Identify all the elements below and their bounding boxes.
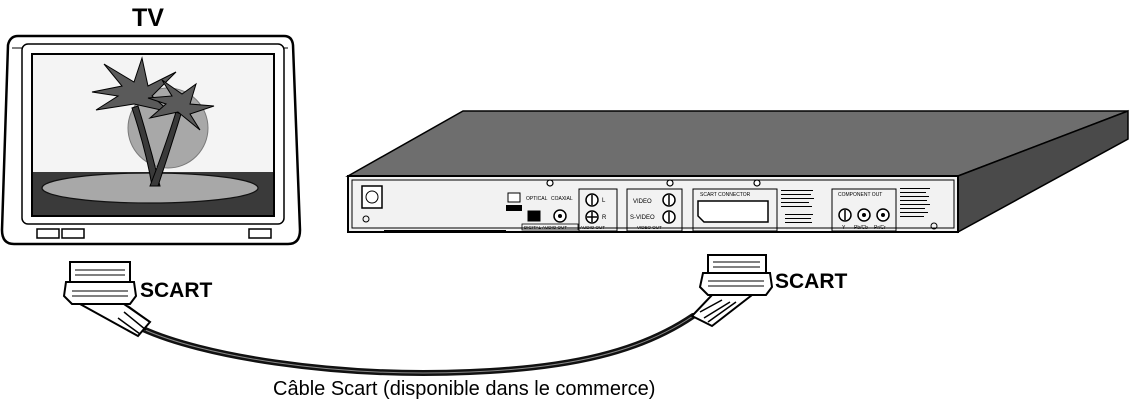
tv-set [0,34,302,246]
audio-l-label: L [602,198,606,204]
digital-audio-out-label: DIGITAL AUDIO OUT [524,225,567,230]
optical-label: OPTICAL [526,196,548,202]
cable-caption: Câble Scart (disponible dans le commerce… [273,378,656,400]
coaxial-label: COAXIAL [551,196,573,202]
video-label: VIDEO [633,199,652,205]
scart-label-left: SCART [140,279,213,302]
scart-socket [697,200,769,223]
scart-label-right: SCART [775,270,848,293]
audio-r-label: R [602,215,607,221]
s-video-label: S-VIDEO [630,215,655,221]
component-pr-label: Pr/Cr [874,225,886,231]
component-out-label: COMPONENT OUT [838,192,882,198]
tv-label: TV [132,4,164,32]
dvd-player: OPTICAL COAXIAL DIGITAL AUDIO OUT L R AU… [345,109,1129,234]
video-out-label: VIDEO OUT [637,225,662,230]
audio-out-label: AUDIO OUT [580,225,605,230]
component-pb-label: Pb/Cb [854,225,868,231]
optical-port [527,210,541,222]
scart-plug-right [690,254,774,328]
scart-plug-left [62,261,152,338]
scart-cable [140,313,696,376]
tv-screen [31,53,275,217]
component-y-label: Y [842,225,846,231]
scart-connector-label: SCART CONNECTOR [700,192,751,198]
